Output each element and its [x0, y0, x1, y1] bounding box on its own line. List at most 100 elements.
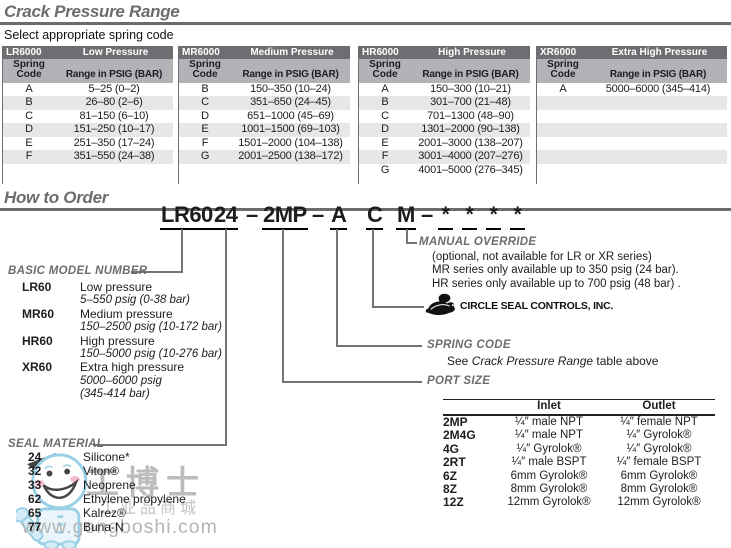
spring-code-cell: F: [201, 136, 209, 149]
port-code: 4G: [443, 441, 460, 456]
spring-tables-row: LR6000 Low Pressure Spring Code Range in…: [0, 45, 731, 184]
range-cell: 150–350 (10–24): [250, 82, 331, 95]
basic-model-code: XR60: [22, 360, 53, 375]
range-cell: [589, 150, 727, 164]
table-header-light: Spring Code Range in PSIG (BAR): [179, 58, 350, 83]
seal-material-row: 32 Viton®: [28, 464, 186, 478]
basic-model-code: HR60: [22, 333, 53, 348]
spring-code-cell: [537, 150, 589, 164]
basic-model-code: LR60: [22, 280, 52, 294]
port-inlet: 8mm Gyrolok®: [510, 482, 588, 495]
port-outlet: ¼″ female NPT: [620, 416, 698, 428]
spring-note-prefix: See: [447, 354, 472, 368]
seal-name: Kalrez®: [83, 506, 126, 520]
basic-model-range: 150–2500 psig (10-172 bar): [80, 321, 222, 334]
range-cell: 651–1000 (45–69): [247, 109, 334, 122]
range-cell: 701–1300 (48–90): [427, 109, 514, 122]
model-code-segment-star-12: *: [510, 202, 525, 230]
spring-table-row: [537, 164, 727, 178]
range-cell: 1301–2000 (90–138): [421, 123, 520, 135]
outlet-header: Outlet: [642, 400, 676, 412]
spring-code-cell: [537, 164, 589, 178]
mascot-watermark-icon: [13, 448, 134, 548]
range-cell: 2001–2500 (138–172): [238, 150, 343, 162]
range-cell: 5–25 (0–2): [88, 82, 140, 95]
range-cell: [589, 110, 727, 124]
range-cell: 351–650 (24–45): [250, 96, 331, 108]
range-cell: [589, 123, 727, 137]
crack-pressure-subtitle: Select appropriate spring code: [4, 27, 174, 42]
table-header-light: Spring Code Range in PSIG (BAR): [537, 58, 727, 83]
port-inlet: 6mm Gyrolok®: [510, 469, 588, 482]
table-pressure-title: High Pressure: [438, 46, 506, 58]
port-outlet: 8mm Gyrolok®: [620, 482, 698, 495]
model-code-segment-–: –: [421, 202, 433, 227]
table-model-number: LR6000: [6, 46, 42, 58]
range-cell: [589, 137, 727, 151]
connector-port-size-vline: [282, 229, 284, 382]
spring-code-cell: D: [201, 109, 209, 122]
port-size-table-header: Inlet Outlet: [443, 399, 715, 416]
basic-model-range: 150–5000 psig (10-276 bar): [80, 348, 222, 361]
port-code-header: [443, 400, 495, 414]
table-pressure-title: Low Pressure: [82, 46, 149, 58]
table-header-dark: LR6000 Low Pressure: [2, 45, 173, 59]
port-inlet: 12mm Gyrolok®: [507, 496, 591, 509]
heading-rule: [0, 22, 731, 25]
port-inlet: ¼″ male NPT: [515, 416, 583, 428]
model-code-segment-c: C: [366, 202, 384, 230]
range-cell: [589, 164, 727, 178]
spring-code-cell: E: [381, 136, 389, 149]
seal-name: Buna-N: [83, 520, 124, 534]
model-code-segment-a: A: [330, 202, 348, 230]
spring-code-label: SPRING CODE: [427, 339, 511, 351]
manual-override-notes: (optional, not available for LR or XR se…: [432, 251, 681, 291]
seal-code: 65: [28, 506, 42, 520]
seal-code: 62: [28, 492, 42, 506]
range-cell: [55, 164, 173, 178]
range-cell: 251–350 (17–24): [73, 136, 155, 149]
spring-code-cell: [537, 96, 589, 110]
table-header-light: Spring Code Range in PSIG (BAR): [359, 58, 530, 83]
spring-code-cell: D: [25, 123, 33, 135]
spring-code-cell: G: [200, 150, 210, 162]
crack-pressure-table-hr6000: HR6000 High Pressure Spring Code Range i…: [358, 45, 530, 184]
table-header-dark: HR6000 High Pressure: [358, 45, 530, 59]
range-column-header: Range in PSIG (BAR): [242, 69, 339, 80]
spring-code-cell: [3, 164, 55, 178]
spring-table-row: [3, 164, 173, 178]
seal-name: Viton®: [83, 464, 119, 478]
spring-code-cell: B: [25, 96, 33, 108]
port-outlet: ¼″ Gyrolok®: [626, 429, 692, 442]
table-pressure-title: Medium Pressure: [250, 46, 334, 58]
range-cell: [589, 96, 727, 110]
manual-override-label: MANUAL OVERRIDE: [419, 236, 537, 248]
seal-code: 32: [28, 464, 42, 478]
crack-pressure-section: Crack Pressure Range Select appropriate …: [0, 0, 731, 184]
spring-code-cell: G: [380, 163, 390, 176]
spring-table-row: [537, 150, 727, 164]
